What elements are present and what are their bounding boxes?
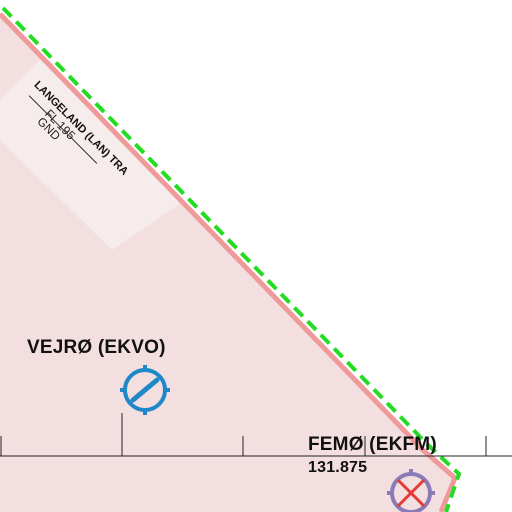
- tra-border: [0, 12, 458, 512]
- femo-aerodrome-icon[interactable]: [387, 469, 435, 512]
- vejro-aerodrome-icon[interactable]: [120, 365, 170, 415]
- fir-boundary: [1, 6, 462, 512]
- femo-airfield-name: FEMØ (EKFM): [308, 434, 437, 455]
- vejro-airfield-name: VEJRØ (EKVO): [27, 337, 166, 358]
- femo-frequency: 131.875: [308, 459, 368, 476]
- tra-label-panel: [0, 60, 182, 250]
